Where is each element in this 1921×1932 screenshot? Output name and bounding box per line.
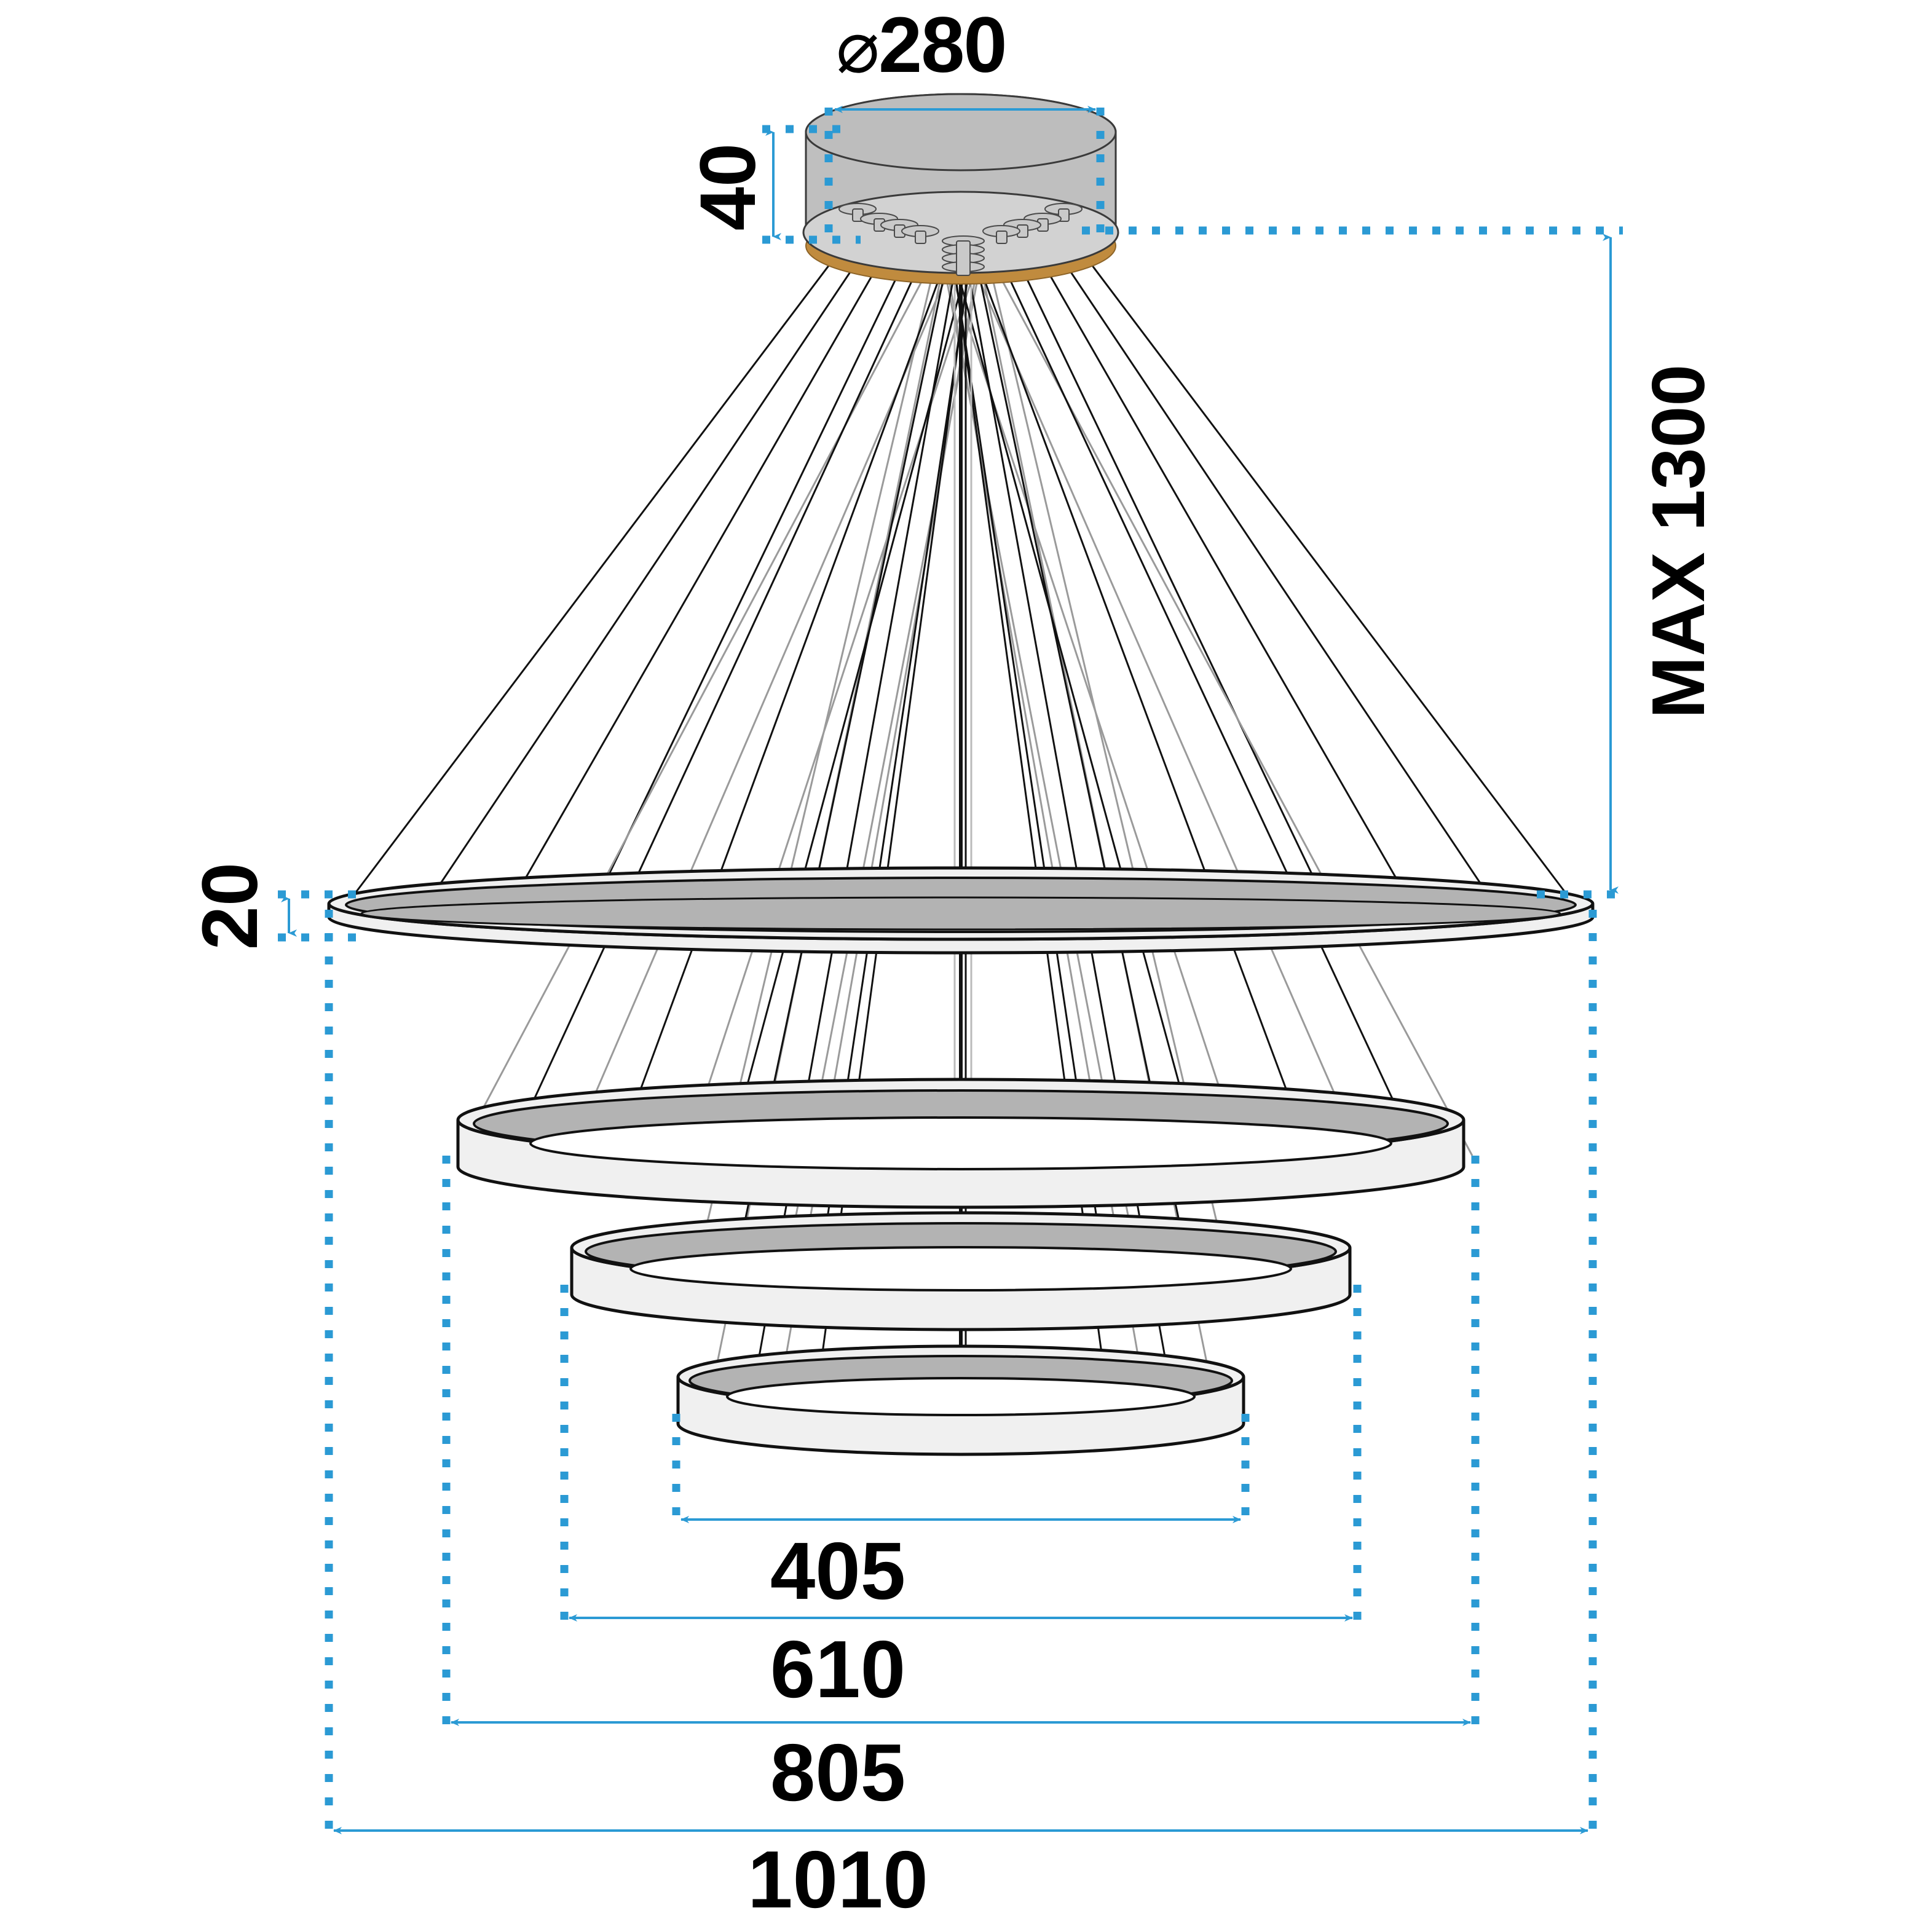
label-diameter-405: 405 <box>770 1526 906 1616</box>
dimension-lines-group <box>278 106 1623 1841</box>
ring-1-largest <box>327 866 1595 955</box>
center-support-rod <box>953 246 972 1402</box>
ring-4-smallest <box>676 1344 1245 1456</box>
diameter-symbol-icon: ⌀ <box>836 7 880 88</box>
suspension-cables-group <box>346 227 1575 904</box>
label-canopy-height: 40 <box>684 143 772 231</box>
cable-anchor-hardware-group <box>838 203 1083 276</box>
label-diameter-805: 805 <box>770 1727 906 1818</box>
label-diameter-610: 610 <box>770 1624 906 1714</box>
label-canopy-diameter: ⌀280 <box>836 6 1008 88</box>
label-diameter-1010: 1010 <box>747 1834 928 1925</box>
label-ring-thickness: 20 <box>186 862 274 950</box>
center-threaded-stem <box>942 235 985 276</box>
label-max-drop: MAX 1300 <box>1636 364 1720 719</box>
ring-2 <box>456 1078 1465 1209</box>
ring-3 <box>570 1211 1352 1331</box>
label-canopy-diameter-value: 280 <box>878 1 1008 89</box>
